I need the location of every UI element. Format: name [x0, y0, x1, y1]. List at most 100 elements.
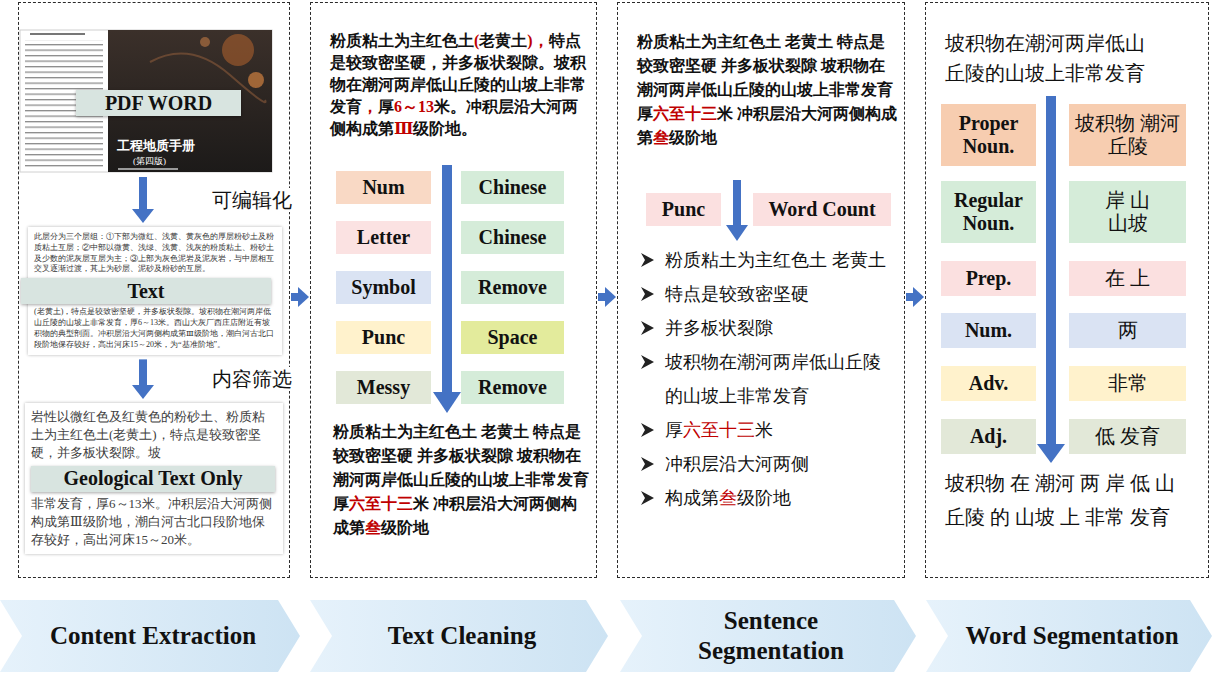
box-label: Prep. — [966, 267, 1012, 290]
sentence-item: 特点是较致密坚硬 — [665, 277, 890, 311]
text-run: 构成第 — [665, 488, 719, 508]
edge-label: 可编辑化 — [210, 188, 294, 212]
arrow-head — [605, 287, 616, 307]
action-box: Remove — [461, 271, 564, 304]
caption-band: Geological Text Only — [31, 466, 275, 492]
box-label: PDF WORD — [105, 92, 212, 115]
box-label: Adv. — [969, 372, 1008, 395]
box-label: 两 — [1118, 319, 1138, 342]
pos-box: Adv. — [941, 366, 1036, 401]
box-label: Symbol — [351, 276, 415, 299]
word-box: 岸 山 山坡 — [1069, 181, 1186, 243]
chevron-fill — [0, 600, 300, 672]
caption-band: PDF WORD — [76, 90, 241, 116]
highlight-run: Ⅲ — [394, 120, 413, 137]
pos-box: Adj. — [941, 419, 1036, 454]
screenshot-text: 非常发育，厚6～13米。冲积层沿大河两侧构成第Ⅲ级阶地，潮白河古北口段阶地保存较… — [31, 495, 277, 550]
box-label: Word Count — [768, 198, 875, 221]
highlight-run: 6～13 — [394, 98, 434, 115]
box-label: 低 发育 — [1095, 425, 1160, 448]
flow-arrow-head — [433, 392, 461, 413]
bullet-group — [641, 253, 654, 505]
flow-arrow-shaft — [733, 180, 741, 226]
chevron-fill — [310, 600, 608, 672]
action-box: Space — [461, 321, 564, 354]
text-screenshot: 此层分为三个层组：①下部为微红、浅黄、黄灰色的厚层粉砂土及粉质粘土互层；②中部以… — [28, 227, 282, 355]
caption-band: Text — [21, 278, 271, 304]
flow-arrow — [906, 287, 924, 307]
bullet-arrow — [641, 355, 654, 369]
word-box: 两 — [1069, 313, 1186, 348]
highlight-run: )， — [527, 32, 548, 49]
box-label: Text — [127, 280, 164, 303]
cover-splash — [200, 37, 210, 47]
arrow-shaft — [598, 293, 606, 301]
sentence-text: 坡积物在潮河两岸低山丘陵的山坡上非常发育 — [945, 28, 1160, 88]
highlight-run: 六至十三 — [349, 495, 413, 512]
step-panel: 工程地质手册(第四版)PDF WORD此层分为三个层组：①下部为微红、浅黄、黄灰… — [18, 2, 290, 578]
stage-chevron: Text Cleaning — [310, 600, 608, 672]
screenshot-text: 此层分为三个层组：①下部为微红、浅黄、黄灰色的厚层粉砂土及粉质粘土互层；②中部以… — [34, 232, 276, 275]
text-run: 厚 — [665, 420, 683, 440]
pos-box: Regular Noun. — [941, 181, 1036, 243]
sentence-item: 构成第叁级阶地 — [665, 481, 890, 515]
arrow-head — [298, 287, 309, 307]
arrow-shaft — [291, 293, 299, 301]
bullet-arrow — [641, 491, 654, 505]
highlight-run: 六至十三 — [653, 105, 717, 122]
text-run: 老黄土 — [479, 32, 527, 49]
word-box: 在 上 — [1069, 261, 1186, 296]
sentence-item: 冲积层沿大河两侧 — [665, 447, 890, 481]
arrow-head — [132, 385, 154, 399]
cover-splash — [222, 34, 254, 66]
flow-arrow-head — [1037, 444, 1065, 463]
pos-box: Prep. — [941, 261, 1036, 296]
arrow-shaft — [139, 177, 147, 210]
action-box: Chinese — [461, 221, 564, 254]
action-box: Chinese — [461, 171, 564, 204]
stage-chevron: Content Extraction — [0, 600, 300, 672]
bullet-arrow — [641, 253, 654, 267]
stage-title: Content Extraction — [50, 621, 256, 651]
cover-splash — [248, 72, 264, 88]
box-label: Regular Noun. — [945, 189, 1032, 235]
text-run: 级阶地。 — [413, 120, 477, 137]
stage-chevron: Sentence Segmentation — [620, 600, 916, 672]
pos-box: Num. — [941, 313, 1036, 348]
bullet-arrow — [641, 457, 654, 471]
screenshot-text: 岩性以微红色及红黄色的粉砂土、粉质粘土为主红色土(老黄土)，特点是较致密坚硬，并… — [31, 408, 277, 463]
highlight-run: 叁 — [653, 129, 669, 146]
screenshot-text: (老黄土)，特点是较致密坚硬，并多板状裂隙。坡积物在潮河两岸低山丘陵的山坡上非常… — [34, 307, 276, 350]
stage-title: Word Segmentation — [965, 621, 1178, 651]
stage-title: Text Cleaning — [388, 621, 536, 651]
text-run: 粉质粘土为主红色土 — [330, 32, 474, 49]
pos-box: Proper Noun. — [941, 104, 1036, 166]
sentence-item: 并多板状裂隙 — [665, 311, 890, 345]
flow-arrow — [132, 177, 154, 223]
sentence-item: 坡积物在潮河两岸低山丘陵的山坡上非常发育 — [665, 345, 890, 413]
bullet-arrow — [641, 321, 654, 335]
cover-title: (第四版) — [133, 157, 166, 167]
box-label: 岸 山 山坡 — [1098, 189, 1158, 235]
bullet-arrow — [641, 423, 654, 437]
bullet-arrow — [641, 287, 654, 301]
text-run: 厚 — [378, 98, 394, 115]
box-label: 坡积物 潮河 丘陵 — [1073, 112, 1182, 158]
text-run: 级阶地 — [381, 519, 429, 536]
arrow-head — [913, 287, 924, 307]
category-box: Symbol — [336, 271, 431, 304]
box-label: Chinese — [479, 176, 547, 199]
category-box: Num — [336, 171, 431, 204]
highlight-run: ， — [362, 98, 378, 115]
box-label: Space — [488, 326, 538, 349]
word-box: 非常 — [1069, 366, 1186, 401]
flow-arrow-head — [726, 225, 748, 241]
edge-label: 内容筛选 — [210, 367, 294, 391]
source-paragraph: 粉质粘土为主红色土(老黄土)，特点是较致密坚硬，并多板状裂隙。坡积物在潮河两岸低… — [330, 30, 592, 140]
action-box: Remove — [461, 371, 564, 404]
highlight-run: 叁 — [719, 488, 737, 508]
category-box: Punc — [336, 321, 431, 354]
text-run: 级阶地 — [737, 488, 791, 508]
segmented-text: 坡积物 在 潮河 两 岸 低 山 丘陵 的 山坡 上 非常 发育 — [945, 466, 1180, 534]
highlight-run: 叁 — [365, 519, 381, 536]
